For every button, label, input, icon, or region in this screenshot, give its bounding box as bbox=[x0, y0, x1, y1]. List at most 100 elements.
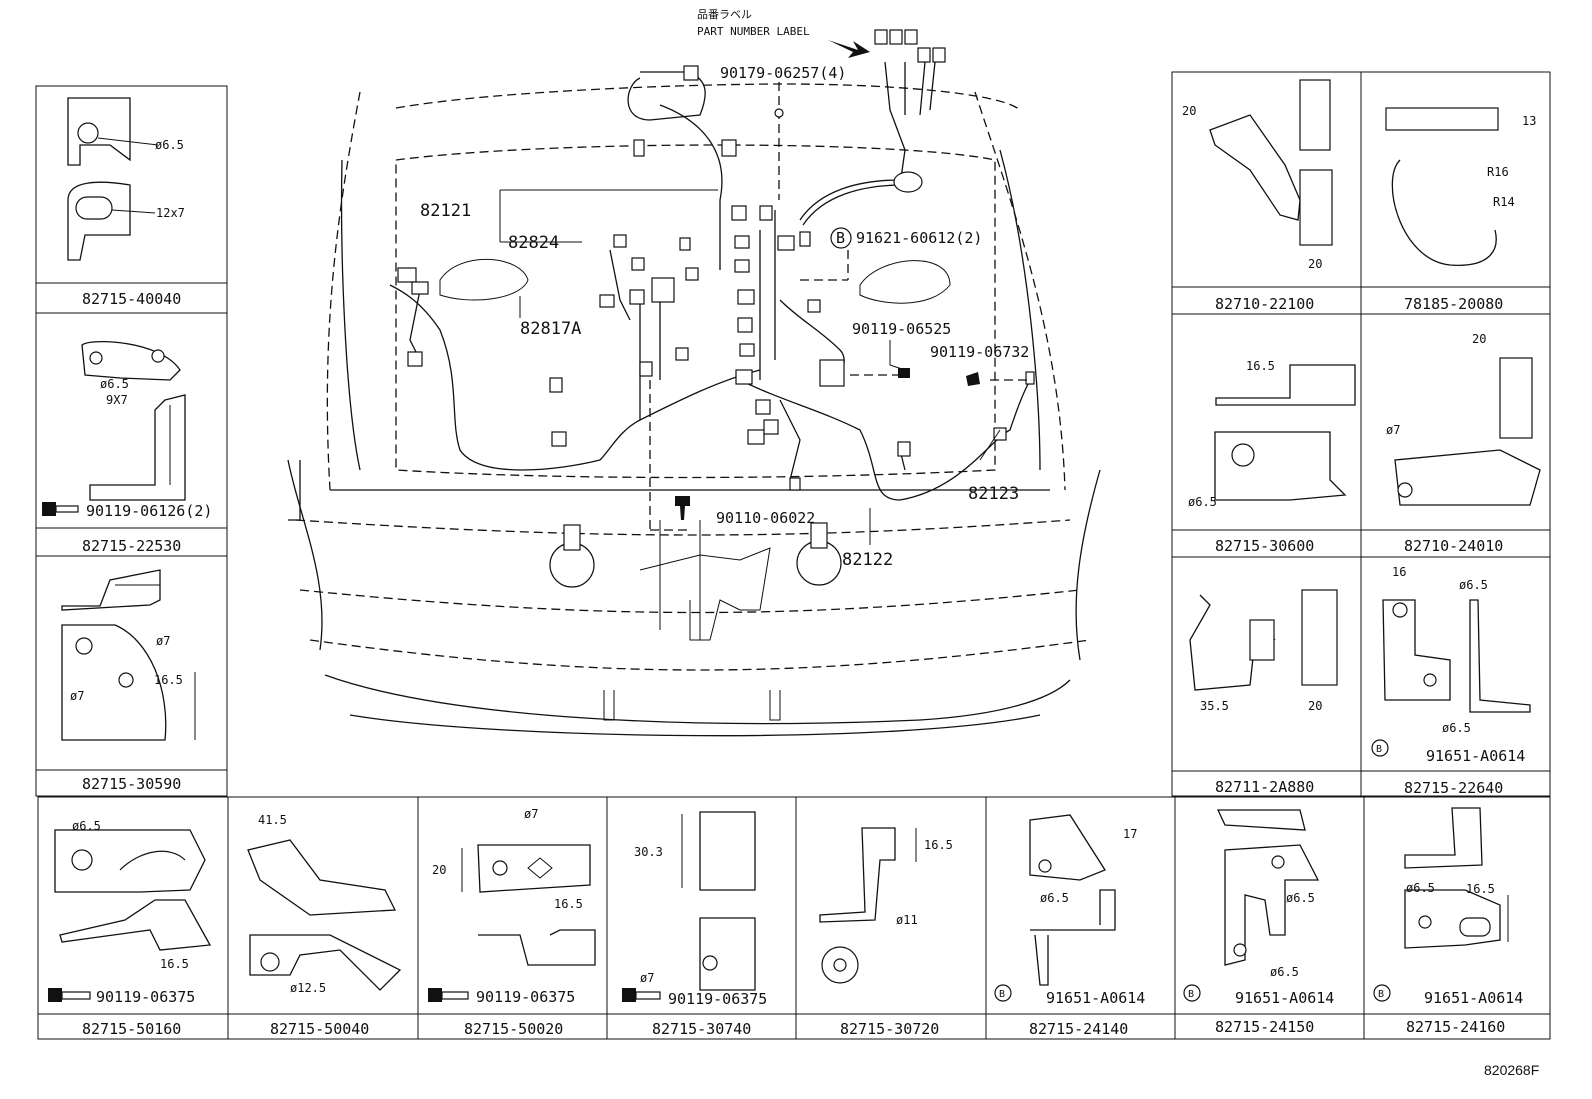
part-82715-30720[interactable]: 82715-30720 bbox=[840, 1020, 939, 1038]
bolt-icon bbox=[48, 988, 62, 1002]
svg-text:16.5: 16.5 bbox=[160, 957, 189, 971]
svg-text:ø6.5: ø6.5 bbox=[155, 138, 184, 152]
svg-text:B: B bbox=[1188, 989, 1194, 1000]
wiring-harness bbox=[389, 29, 1035, 545]
svg-text:ø6.5: ø6.5 bbox=[1270, 965, 1299, 979]
svg-text:ø6.5: ø6.5 bbox=[72, 819, 101, 833]
callout-82123[interactable]: 82123 bbox=[968, 484, 1019, 504]
svg-text:20: 20 bbox=[1308, 257, 1322, 271]
callout-82121[interactable]: 82121 bbox=[420, 201, 471, 221]
callout-90119-06732[interactable]: 90119-06732 bbox=[930, 343, 1029, 361]
callout-91621-60612[interactable]: 91621-60612(2) bbox=[856, 229, 982, 247]
connector-group bbox=[397, 29, 1035, 491]
panel-82715-24160[interactable]: ø6.5 16.5 B 91651-A0614 82715-24160 bbox=[1373, 807, 1523, 1036]
clip-icon bbox=[774, 108, 784, 118]
panel-82715-40040[interactable]: ø6.5 12x7 82715-40040 bbox=[67, 97, 185, 308]
bolt-icon bbox=[622, 988, 636, 1002]
svg-text:30.3: 30.3 bbox=[634, 845, 663, 859]
svg-text:ø6.5: ø6.5 bbox=[1459, 578, 1488, 592]
bolt-91651-A0614[interactable]: 91651-A0614 bbox=[1235, 989, 1334, 1007]
panel-82710-24010[interactable]: 20 ø7 82710-24010 bbox=[1386, 332, 1541, 555]
callout-82817A[interactable]: 82817A bbox=[520, 319, 581, 339]
panel-82715-30590[interactable]: ø7 ø7 16.5 82715-30590 bbox=[61, 569, 196, 793]
svg-text:35.5: 35.5 bbox=[1200, 699, 1229, 713]
center-callouts: 90179-06257(4) 82121 82824 B 91621-60612… bbox=[420, 64, 1029, 570]
part-82711-2A880[interactable]: 82711-2A880 bbox=[1215, 778, 1314, 796]
panel-82715-50040[interactable]: 41.5 ø12.5 82715-50040 bbox=[247, 813, 402, 1038]
svg-text:B: B bbox=[1378, 989, 1384, 1000]
ref-b-marker: B bbox=[836, 229, 845, 247]
svg-text:16.5: 16.5 bbox=[554, 897, 583, 911]
part-82715-40040[interactable]: 82715-40040 bbox=[82, 290, 181, 308]
bolt-90119-06375[interactable]: 90119-06375 bbox=[668, 990, 767, 1008]
part-82715-22530[interactable]: 82715-22530 bbox=[82, 537, 181, 555]
svg-text:ø7: ø7 bbox=[524, 807, 538, 821]
part-82715-22640[interactable]: 82715-22640 bbox=[1404, 779, 1503, 797]
bolt-90119-06375[interactable]: 90119-06375 bbox=[96, 988, 195, 1006]
panel-82715-22640[interactable]: 16 ø6.5 ø6.5 B 91651-A0614 82715-22640 bbox=[1371, 565, 1531, 797]
part-82715-50020[interactable]: 82715-50020 bbox=[464, 1020, 563, 1038]
panel-82715-30740[interactable]: 30.3 ø7 90119-06375 82715-30740 bbox=[622, 811, 767, 1038]
bolt-icon bbox=[898, 368, 910, 378]
svg-text:R16: R16 bbox=[1487, 165, 1509, 179]
svg-text:16.5: 16.5 bbox=[924, 838, 953, 852]
bolt-91651-A0614[interactable]: 91651-A0614 bbox=[1426, 747, 1525, 765]
svg-text:ø6.5: ø6.5 bbox=[100, 377, 129, 391]
part-82715-50160[interactable]: 82715-50160 bbox=[82, 1020, 181, 1038]
panel-82711-2A880[interactable]: 35.5 20 82711-2A880 bbox=[1189, 589, 1338, 796]
callout-82122[interactable]: 82122 bbox=[842, 550, 893, 570]
svg-text:16.5: 16.5 bbox=[1466, 882, 1495, 896]
panel-82715-50020[interactable]: ø7 20 16.5 90119-06375 82715-50020 bbox=[428, 807, 596, 1038]
svg-text:ø7: ø7 bbox=[156, 634, 170, 648]
panel-82715-22530[interactable]: ø6.5 9X7 90119-06126(2) 82715-22530 bbox=[42, 341, 212, 555]
bolt-icon bbox=[966, 372, 980, 386]
callout-82824[interactable]: 82824 bbox=[508, 233, 559, 253]
bolt-91651-A0614[interactable]: 91651-A0614 bbox=[1046, 989, 1145, 1007]
bolt-icon bbox=[428, 988, 442, 1002]
engine-bay-drawing bbox=[287, 83, 1101, 737]
panel-78185-20080[interactable]: 13 R16 R14 78185-20080 bbox=[1385, 107, 1536, 313]
part-82715-30600[interactable]: 82715-30600 bbox=[1215, 537, 1314, 555]
svg-text:17: 17 bbox=[1123, 827, 1137, 841]
svg-text:ø11: ø11 bbox=[896, 913, 918, 927]
callout-90179-06257[interactable]: 90179-06257(4) bbox=[720, 64, 846, 82]
panel-82710-22100[interactable]: 20 20 82710-22100 bbox=[1182, 79, 1333, 313]
panel-82715-24140[interactable]: 17 ø6.5 B 91651-A0614 82715-24140 bbox=[994, 814, 1145, 1038]
bolt-90119-06126[interactable]: 90119-06126(2) bbox=[86, 502, 212, 520]
svg-text:20: 20 bbox=[1182, 104, 1196, 118]
part-82715-30740[interactable]: 82715-30740 bbox=[652, 1020, 751, 1038]
part-78185-20080[interactable]: 78185-20080 bbox=[1404, 295, 1503, 313]
callout-90110-06022[interactable]: 90110-06022 bbox=[716, 509, 815, 527]
en-label: PART NUMBER LABEL bbox=[697, 25, 810, 38]
svg-text:ø7: ø7 bbox=[1386, 423, 1400, 437]
part-82710-24010[interactable]: 82710-24010 bbox=[1404, 537, 1503, 555]
svg-text:R14: R14 bbox=[1493, 195, 1515, 209]
svg-text:16: 16 bbox=[1392, 565, 1406, 579]
svg-text:ø7: ø7 bbox=[640, 971, 654, 985]
svg-text:20: 20 bbox=[1472, 332, 1486, 346]
panel-82715-30600[interactable]: 16.5 ø6.5 82715-30600 bbox=[1188, 359, 1356, 555]
part-82715-24140[interactable]: 82715-24140 bbox=[1029, 1020, 1128, 1038]
bolt-icon bbox=[42, 502, 56, 516]
part-82715-30590[interactable]: 82715-30590 bbox=[82, 775, 181, 793]
svg-text:ø6.5: ø6.5 bbox=[1406, 881, 1435, 895]
panel-82715-24150[interactable]: ø6.5 ø6.5 B 91651-A0614 82715-24150 bbox=[1183, 809, 1334, 1036]
part-82715-24160[interactable]: 82715-24160 bbox=[1406, 1018, 1505, 1036]
panel-82715-50160[interactable]: ø6.5 16.5 90119-06375 82715-50160 bbox=[48, 819, 212, 1038]
svg-text:41.5: 41.5 bbox=[258, 813, 287, 827]
bolt-90119-06375[interactable]: 90119-06375 bbox=[476, 988, 575, 1006]
arrow-right-icon bbox=[828, 40, 870, 58]
svg-text:20: 20 bbox=[432, 863, 446, 877]
svg-text:16.5: 16.5 bbox=[1246, 359, 1275, 373]
svg-text:B: B bbox=[1376, 744, 1382, 755]
bolt-91651-A0614[interactable]: 91651-A0614 bbox=[1424, 989, 1523, 1007]
part-82710-22100[interactable]: 82710-22100 bbox=[1215, 295, 1314, 313]
part-82715-24150[interactable]: 82715-24150 bbox=[1215, 1018, 1314, 1036]
part-82715-50040[interactable]: 82715-50040 bbox=[270, 1020, 369, 1038]
callout-90119-06525[interactable]: 90119-06525 bbox=[852, 320, 951, 338]
svg-text:B: B bbox=[999, 989, 1005, 1000]
panel-82715-30720[interactable]: 16.5 ø11 82715-30720 bbox=[819, 827, 953, 1038]
svg-text:13: 13 bbox=[1522, 114, 1536, 128]
svg-text:ø6.5: ø6.5 bbox=[1040, 891, 1069, 905]
